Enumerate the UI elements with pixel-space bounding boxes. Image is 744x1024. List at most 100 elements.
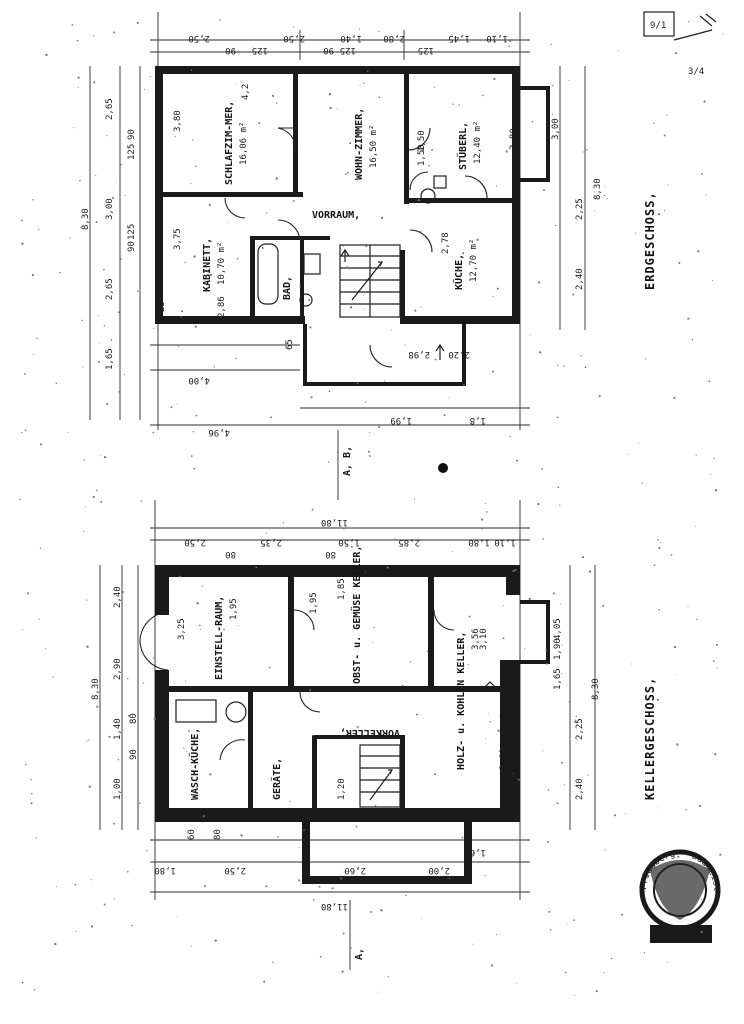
noise-speck: [359, 84, 361, 86]
noise-speck: [549, 929, 552, 931]
noise-speck: [117, 311, 120, 314]
noise-speck: [75, 930, 77, 932]
noise-speck: [678, 262, 681, 264]
noise-speck: [202, 585, 204, 587]
dimension-label: 90: [323, 45, 334, 55]
noise-speck: [509, 435, 511, 438]
kg-doors: [139, 609, 455, 761]
noise-speck: [188, 729, 190, 732]
noise-speck: [194, 325, 197, 328]
noise-speck: [420, 306, 422, 308]
noise-speck: [674, 52, 677, 55]
dimension-label: 2,40: [575, 778, 585, 800]
dimension-label: 2,98: [408, 349, 430, 359]
dimension-label: 90: [129, 749, 139, 760]
noise-speck: [378, 96, 381, 99]
laundry-tub-icon: [175, 699, 217, 723]
dimension-label: 2,20: [448, 349, 470, 359]
noise-speck: [181, 310, 184, 313]
dimension-label: 1,85: [337, 578, 347, 600]
noise-speck: [37, 228, 40, 230]
noise-speck: [153, 328, 155, 330]
arrow-icon: [435, 343, 445, 360]
noise-speck: [39, 547, 42, 549]
noise-speck: [59, 271, 61, 274]
noise-speck: [458, 104, 461, 106]
noise-speck: [146, 849, 148, 852]
noise-speck: [563, 365, 565, 367]
noise-speck: [21, 981, 24, 984]
noise-speck: [434, 773, 437, 776]
noise-speck: [620, 913, 623, 916]
noise-speck: [512, 570, 515, 572]
noise-speck: [186, 750, 188, 752]
room-label-kabinett: KABINETT,: [202, 238, 213, 292]
noise-speck: [710, 474, 712, 476]
dimension-label: 125: [252, 45, 268, 55]
noise-speck: [21, 242, 24, 245]
kg-dims-right: 4,051,651,908,302,252,40: [553, 618, 601, 800]
noise-speck: [434, 358, 437, 361]
room-area-wohnzimmer: 16,50 m²: [369, 125, 379, 168]
noise-speck: [73, 127, 75, 129]
noise-speck: [387, 976, 389, 978]
door-swing: [464, 175, 488, 199]
noise-speck: [176, 916, 178, 918]
noise-speck: [27, 592, 30, 595]
noise-speck: [696, 618, 698, 621]
noise-speck: [695, 454, 697, 456]
washbasin-icon: [303, 253, 321, 275]
dimension-label: 2,00: [428, 865, 450, 875]
dimension-label: 125: [127, 224, 137, 240]
noise-speck: [203, 885, 206, 887]
noise-speck: [484, 503, 486, 504]
dimension-label: 1,95: [309, 592, 319, 614]
noise-speck: [174, 136, 176, 138]
kg-staircase: [359, 744, 401, 808]
noise-speck: [103, 455, 107, 459]
eg-bathroom-fixtures: [257, 175, 447, 307]
noise-speck: [124, 194, 126, 196]
dimension-label: 3,80: [173, 110, 183, 132]
noise-speck: [309, 689, 312, 691]
noise-speck: [292, 200, 295, 202]
noise-speck: [336, 108, 338, 110]
kg-dimension-lines: [99, 500, 596, 900]
room-area-kueche: 12,70 m²: [469, 239, 479, 282]
kg-room-labels: EINSTELL-RAUM, OBST- u. GEMÜSE KELLER, H…: [187, 546, 657, 800]
dimension-label: 90: [127, 241, 137, 252]
noise-speck: [150, 861, 153, 863]
noise-speck: [687, 605, 689, 607]
noise-speck: [152, 657, 155, 660]
dimension-label: 8,30: [91, 678, 101, 700]
noise-speck: [541, 468, 543, 470]
kg-fixtures: [175, 681, 499, 723]
noise-speck: [111, 196, 115, 200]
noise-speck: [67, 431, 69, 433]
noise-speck: [653, 122, 655, 124]
eg-room-labels: SCHLAFZIM-MER, 16,06 m² WOHN-ZIMMER, 16,…: [202, 101, 657, 300]
noise-speck: [613, 814, 617, 817]
noise-speck: [559, 603, 561, 605]
noise-speck: [178, 575, 181, 578]
dimension-label: 80: [213, 829, 223, 840]
dimension-label: 2,85: [398, 537, 420, 547]
noise-speck: [715, 643, 718, 647]
noise-speck: [149, 75, 151, 77]
bathtub-icon: [257, 243, 279, 305]
noise-speck: [292, 26, 294, 28]
door-swing: [224, 197, 246, 219]
noise-speck: [45, 648, 46, 650]
noise-speck: [349, 952, 351, 954]
noise-speck: [716, 667, 718, 669]
dimension-label: 1,45: [448, 33, 470, 43]
noise-speck: [701, 173, 703, 175]
corner-tick: [699, 13, 717, 27]
noise-speck: [542, 750, 544, 752]
noise-speck: [378, 30, 380, 33]
noise-speck: [30, 802, 33, 805]
noise-speck: [176, 403, 178, 405]
noise-speck: [448, 877, 451, 880]
noise-speck: [495, 185, 498, 187]
noise-speck: [634, 232, 636, 234]
